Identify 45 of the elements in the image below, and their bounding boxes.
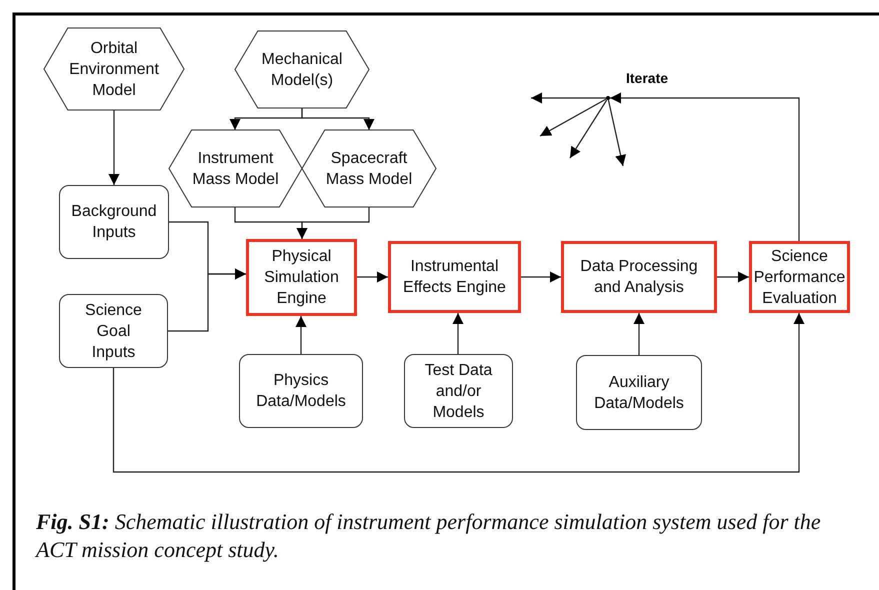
iteration-hub xyxy=(606,96,610,100)
arrow xyxy=(296,316,306,354)
node-label: Auxiliary Data/Models xyxy=(593,372,685,414)
arrow xyxy=(168,268,246,332)
arrow xyxy=(634,313,644,355)
node-label: Instrument Mass Model xyxy=(191,148,280,190)
model-hexagon xyxy=(44,28,184,110)
node-label: Science Performance Evaluation xyxy=(752,246,846,308)
arrow xyxy=(610,92,800,241)
node-label: Mechanical Model(s) xyxy=(260,50,344,90)
arrow xyxy=(452,313,464,354)
process-box xyxy=(561,241,717,313)
node-label: Orbital Environment Model xyxy=(68,38,160,100)
data-box xyxy=(239,354,363,428)
arrow xyxy=(521,272,561,282)
process-box xyxy=(388,241,521,313)
arrow xyxy=(570,100,608,158)
arrow xyxy=(357,272,388,282)
node-label: Test Data and/or Models xyxy=(424,360,494,422)
node-label: Physical Simulation Engine xyxy=(263,247,340,309)
arrow xyxy=(531,92,606,104)
node-label: Science Goal Inputs xyxy=(84,300,143,362)
node-label: Data Processing and Analysis xyxy=(579,257,699,298)
arrow xyxy=(540,98,606,137)
data-box xyxy=(404,354,513,428)
process-box xyxy=(749,241,850,313)
arrow xyxy=(608,100,626,166)
model-hexagon xyxy=(302,130,436,207)
iterate-label: Iterate xyxy=(626,70,668,86)
arrow xyxy=(112,313,804,473)
arrow xyxy=(717,272,749,282)
arrow xyxy=(301,108,374,130)
node-label: Background Inputs xyxy=(70,202,158,243)
process-box xyxy=(246,239,357,316)
arrow xyxy=(296,207,370,239)
figure-caption: Fig. S1: Schematic illustration of instrument performance simulation system used for the ACT mission concept study. xyxy=(36,508,822,564)
arrow xyxy=(108,110,120,185)
input-box xyxy=(59,294,168,368)
node-label: Physics Data/Models xyxy=(255,371,347,412)
node-label: Instrumental Effects Engine xyxy=(402,257,507,298)
model-hexagon xyxy=(235,31,369,108)
model-hexagon xyxy=(169,130,302,207)
data-box xyxy=(576,355,702,430)
input-box xyxy=(59,185,169,259)
node-label: Spacecraft Mass Model xyxy=(324,148,414,190)
